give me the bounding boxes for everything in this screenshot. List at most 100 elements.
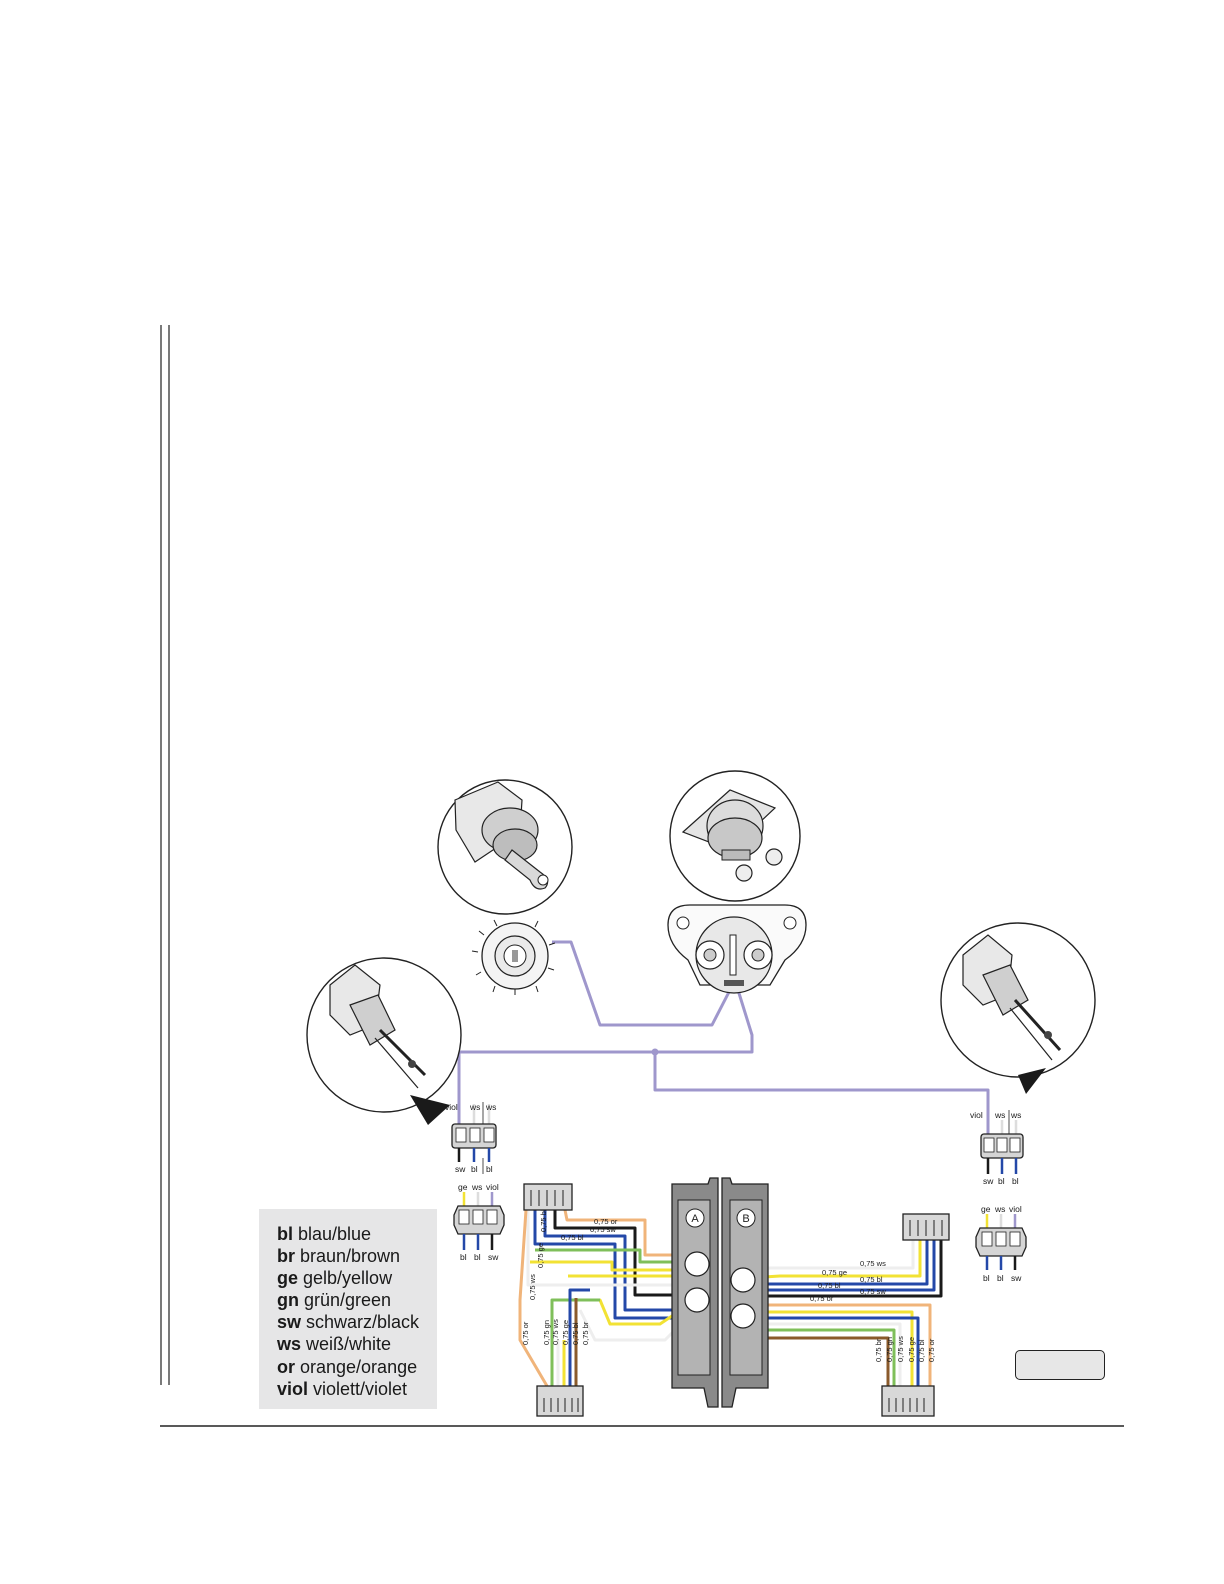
wire-label: 0,75 bl	[917, 1339, 926, 1362]
legend-item: br braun/brown	[277, 1245, 437, 1267]
right-plug-top-label-bottom-3: bl	[1012, 1176, 1019, 1186]
wire-label: 0,75 bl	[571, 1322, 580, 1345]
left-plug-top-label-top-1: viol	[445, 1102, 458, 1112]
right-plug-bottom-label-bottom-1: bl	[983, 1273, 990, 1283]
legend-item: ws weiß/white	[277, 1333, 437, 1355]
left-plug-top: viol ws ws sw bl bl	[445, 1102, 497, 1174]
left-plug-top-label-bottom-1: sw	[455, 1164, 466, 1174]
color-legend: bl blau/blue br braun/brown ge gelb/yell…	[259, 1209, 437, 1409]
wire-label: 0,75 sw	[590, 1225, 616, 1234]
legend-text: gelb/yellow	[298, 1268, 393, 1289]
legend-text: orange/orange	[295, 1356, 418, 1377]
legend-code: ge	[277, 1268, 299, 1289]
wire-label: 0,75 or	[927, 1338, 936, 1362]
right-plug-top-label-top-3: ws	[1010, 1110, 1021, 1120]
block-b-label: B	[742, 1213, 749, 1225]
wire-label: 0,75 or	[521, 1321, 530, 1345]
wire-label: 0,75 bl	[860, 1275, 883, 1284]
left-plug-bottom: ge ws viol bl bl sw	[453, 1182, 505, 1262]
wire-labels-right-top: 0,75 ws 0,75 ge 0,75 bl 0,75 bl 0,75 sw …	[810, 1259, 886, 1303]
wire-label: 0,75 gn	[885, 1337, 894, 1362]
wire-label: 0,75 or	[810, 1294, 834, 1303]
left-top-connector	[523, 1183, 573, 1211]
left-plug-top-label-top-3: ws	[485, 1102, 496, 1112]
violet-wiring	[457, 940, 990, 1140]
left-plug-bottom-label-bottom-3: sw	[488, 1252, 499, 1262]
left-bottom-connector	[536, 1385, 584, 1417]
wire-label: 0,75 sw	[860, 1287, 886, 1296]
legend-item: or orange/orange	[277, 1356, 437, 1378]
right-bottom-connector	[881, 1385, 935, 1417]
wire-labels-right-bottom: 0,75 br 0,75 gn 0,75 ws 0,75 ge 0,75 bl …	[874, 1336, 936, 1362]
left-plug-top-label-bottom-3: bl	[486, 1164, 493, 1174]
wire-label: 0,75 bl	[818, 1281, 841, 1290]
left-plug-top-label-bottom-2: bl	[471, 1164, 478, 1174]
right-plug-top-label-bottom-2: bl	[998, 1176, 1005, 1186]
legend-item: sw schwarz/black	[277, 1311, 437, 1333]
wire-label: 0,75 ws	[860, 1259, 886, 1268]
wire-label: 0,75 ge	[822, 1268, 847, 1277]
left-plug-top-label-top-2: ws	[469, 1102, 480, 1112]
legend-code: br	[277, 1246, 295, 1267]
right-harness-wires	[744, 1240, 943, 1386]
right-plug-bottom-label-top-3: viol	[1009, 1204, 1022, 1214]
wire-label: 0,75 bl	[539, 1209, 548, 1232]
empty-label-box	[1015, 1350, 1105, 1380]
wire-labels-left-vertical: 0,75 bl 0,75 ge 0,75 ws	[528, 1209, 548, 1300]
right-plug-detail	[940, 922, 1096, 1094]
legend-code: bl	[277, 1224, 293, 1244]
wire-label: 0,75 ge	[561, 1320, 570, 1345]
wire-labels-left-top: 0,75 or 0,75 sw 0,75 bl	[561, 1217, 618, 1242]
violet-junction-dot	[651, 1048, 659, 1056]
left-plug-bottom-label-top-1: ge	[458, 1182, 468, 1192]
wire-label: 0,75 br	[874, 1338, 883, 1362]
wire-label: 0,75 ge	[907, 1337, 916, 1362]
legend-text: violett/violet	[308, 1378, 408, 1399]
legend-text: blau/blue	[293, 1224, 372, 1244]
block-a: A	[671, 1177, 719, 1408]
solenoid-detail	[669, 770, 801, 902]
left-plug-bottom-label-top-3: viol	[486, 1182, 499, 1192]
legend-code: viol	[277, 1378, 309, 1399]
wire-label: 0,75 gn	[542, 1320, 551, 1345]
legend-code: ws	[277, 1334, 302, 1355]
right-plug-top-label-top-2: ws	[994, 1110, 1005, 1120]
wire-label: 0,75 ws	[896, 1336, 905, 1362]
key-switch-front-view	[471, 919, 556, 995]
right-plug-top-label-top-1: viol	[970, 1110, 983, 1120]
right-plug-bottom-label-top-1: ge	[981, 1204, 991, 1214]
wire-label: 0,75 br	[581, 1321, 590, 1345]
left-plug-bottom-label-bottom-1: bl	[460, 1252, 467, 1262]
legend-text: braun/brown	[295, 1246, 401, 1267]
right-plug-bottom: ge ws viol bl bl sw	[975, 1204, 1027, 1283]
key-switch-detail	[437, 779, 573, 915]
left-plug-bottom-label-top-2: ws	[471, 1182, 482, 1192]
wire-label: 0,75 or	[594, 1217, 618, 1226]
legend-item: gn grün/green	[277, 1289, 437, 1311]
wire-label: 0,75 ge	[536, 1243, 545, 1268]
right-plug-top-label-bottom-1: sw	[983, 1176, 994, 1186]
legend-text: weiß/white	[301, 1334, 392, 1355]
right-top-connector	[902, 1213, 950, 1241]
legend-item: ge gelb/yellow	[277, 1267, 437, 1289]
block-a-label: A	[691, 1213, 699, 1225]
wire-labels-left-bottom: 0,75 or 0,75 gn 0,75 ws 0,75 ge 0,75 bl …	[521, 1319, 590, 1345]
block-b: B	[721, 1177, 769, 1408]
legend-item: bl blau/blue	[277, 1223, 437, 1245]
solenoid-front-view	[667, 904, 807, 994]
right-plug-bottom-label-bottom-3: sw	[1011, 1273, 1022, 1283]
legend-code: sw	[277, 1312, 302, 1333]
right-plug-bottom-label-bottom-2: bl	[997, 1273, 1004, 1283]
legend-code: gn	[277, 1290, 299, 1311]
wire-label: 0,75 ws	[528, 1274, 537, 1300]
right-plug-bottom-label-top-2: ws	[994, 1204, 1005, 1214]
legend-text: grün/green	[299, 1290, 392, 1311]
wire-label: 0,75 bl	[561, 1233, 584, 1242]
legend-text: schwarz/black	[301, 1312, 420, 1333]
legend-item: viol violett/violet	[277, 1378, 437, 1400]
left-plug-bottom-label-bottom-2: bl	[474, 1252, 481, 1262]
legend-code: or	[277, 1356, 295, 1377]
legend-list: bl blau/blue br braun/brown ge gelb/yell…	[259, 1209, 437, 1400]
wire-label: 0,75 ws	[551, 1319, 560, 1345]
